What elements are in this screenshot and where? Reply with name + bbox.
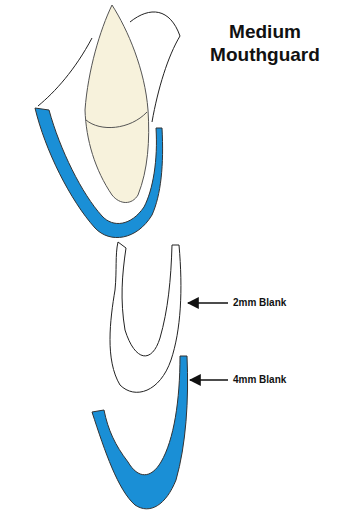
leader-arrow: [188, 302, 228, 304]
leader-arrow: [190, 379, 228, 381]
diagram-title: Medium Mouthguard: [200, 20, 330, 66]
tooth: [85, 5, 149, 203]
blank-2mm: [110, 242, 181, 392]
mouthguard: [35, 108, 163, 238]
enamel-line: [86, 112, 147, 128]
blank-4mm: [92, 356, 188, 509]
part-label: 2mm Blank: [233, 297, 286, 309]
part-label: 4mm Blank: [233, 374, 286, 386]
gum-line: [38, 38, 92, 106]
